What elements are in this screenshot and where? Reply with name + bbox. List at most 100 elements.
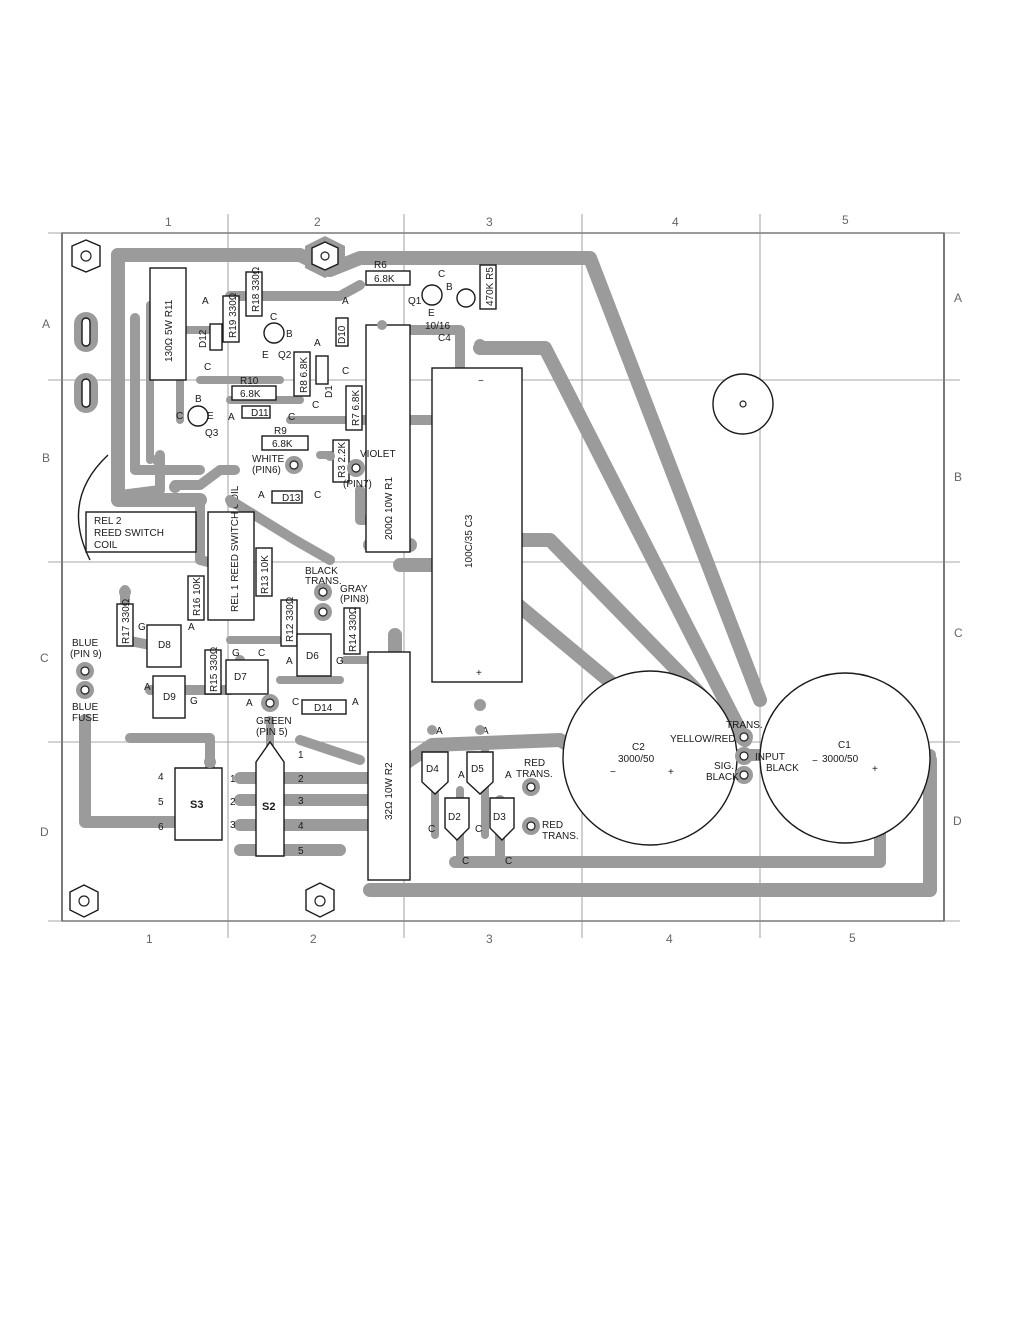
- svg-text:R16 10K: R16 10K: [192, 577, 203, 616]
- resistor-r19: R19 330Ω: [222, 292, 240, 343]
- svg-text:BLACK: BLACK: [706, 772, 739, 783]
- svg-text:Q3: Q3: [205, 428, 219, 439]
- svg-text:3: 3: [486, 932, 493, 946]
- svg-text:D4: D4: [426, 764, 439, 775]
- svg-text:C: C: [258, 648, 265, 659]
- svg-text:FUSE: FUSE: [72, 713, 99, 724]
- svg-text:4: 4: [158, 772, 164, 783]
- svg-text:R7 6.8K: R7 6.8K: [351, 390, 362, 426]
- svg-text:REL 2: REL 2: [94, 516, 122, 527]
- diode-d3: D3 A C C: [475, 770, 515, 867]
- svg-text:10/16: 10/16: [425, 321, 450, 332]
- svg-text:5: 5: [298, 846, 304, 857]
- svg-text:(PIN 5): (PIN 5): [256, 727, 288, 738]
- svg-text:D2: D2: [448, 812, 461, 823]
- switch-s2: S2 1 2 3 4 5: [255, 740, 304, 857]
- svg-text:D11: D11: [251, 408, 269, 419]
- wire-labels: WHITE (PIN6) VIOLET (PIN7) BLACK TRANS. …: [70, 449, 799, 842]
- svg-text:R15 330Ω: R15 330Ω: [209, 646, 220, 692]
- resistor-r16: R16 10K: [187, 575, 205, 621]
- svg-text:A: A: [228, 412, 235, 423]
- svg-text:D3: D3: [493, 812, 506, 823]
- svg-text:R6: R6: [374, 260, 387, 271]
- svg-text:A: A: [482, 726, 489, 737]
- svg-text:REED SWITCH: REED SWITCH: [94, 528, 164, 539]
- svg-text:R13 10K: R13 10K: [260, 555, 271, 594]
- svg-text:D10: D10: [337, 325, 348, 344]
- svg-text:E: E: [207, 411, 214, 422]
- svg-text:R8 6.8K: R8 6.8K: [299, 357, 310, 393]
- svg-text:Q1: Q1: [408, 296, 422, 307]
- svg-text:TRANS.: TRANS.: [305, 576, 342, 587]
- svg-text:−: −: [812, 756, 818, 767]
- svg-text:C: C: [292, 697, 299, 708]
- resistor-r9: R9 6.8K: [261, 426, 309, 451]
- svg-text:GRAY: GRAY: [340, 584, 368, 595]
- svg-text:(PIN6): (PIN6): [252, 465, 281, 476]
- svg-text:D5: D5: [471, 764, 484, 775]
- svg-text:A: A: [436, 726, 443, 737]
- diode-d7: D7 G C A: [225, 648, 269, 709]
- svg-text:COIL: COIL: [94, 540, 118, 551]
- transistor-q3: Q3 C B E: [176, 394, 219, 439]
- svg-text:−: −: [610, 767, 616, 778]
- svg-text:1: 1: [230, 774, 236, 785]
- svg-text:B: B: [954, 470, 962, 484]
- svg-text:BLACK: BLACK: [305, 566, 338, 577]
- svg-text:A: A: [342, 296, 349, 307]
- svg-text:200Ω 10W R1: 200Ω 10W R1: [384, 477, 395, 541]
- svg-text:3000/50: 3000/50: [822, 754, 859, 765]
- svg-text:C: C: [288, 412, 295, 423]
- svg-text:C2: C2: [632, 742, 645, 753]
- diode-d8: D8 G A: [138, 622, 195, 668]
- svg-text:100C/35 C3: 100C/35 C3: [464, 514, 475, 568]
- resistor-r11: 130Ω 5W R11: [149, 267, 187, 381]
- diode-d12: D12 A C: [198, 296, 223, 373]
- grid-column-labels-top: 1 2 3 4 5: [165, 213, 849, 229]
- svg-text:G: G: [190, 696, 198, 707]
- svg-text:A: A: [954, 291, 962, 305]
- switch-s3: S3 4 5 6 1 2 3: [158, 767, 236, 841]
- svg-text:+: +: [668, 767, 674, 778]
- svg-text:6.8K: 6.8K: [240, 389, 261, 400]
- svg-text:BLACK: BLACK: [766, 763, 799, 774]
- svg-text:C: C: [204, 362, 211, 373]
- svg-text:C: C: [314, 490, 321, 501]
- svg-text:VIOLET: VIOLET: [360, 449, 396, 460]
- svg-text:(PIN8): (PIN8): [340, 594, 369, 605]
- svg-text:C: C: [475, 824, 482, 835]
- svg-text:6: 6: [158, 822, 164, 833]
- diode-d5: D5 A: [466, 726, 494, 795]
- svg-text:470K R5: 470K R5: [485, 267, 496, 306]
- svg-text:C: C: [176, 411, 183, 422]
- svg-text:TRANS.: TRANS.: [542, 831, 579, 842]
- svg-text:R9: R9: [274, 426, 287, 437]
- svg-text:2: 2: [230, 797, 236, 808]
- svg-text:3000/50: 3000/50: [618, 754, 655, 765]
- svg-text:RED: RED: [524, 758, 545, 769]
- svg-text:+: +: [476, 668, 482, 679]
- svg-text:(PIN 9): (PIN 9): [70, 649, 102, 660]
- diode-d9: D9 A G: [144, 675, 198, 719]
- svg-text:A: A: [258, 490, 265, 501]
- svg-text:INPUT: INPUT: [755, 752, 785, 763]
- resistor-r17: R17 330Ω: [116, 598, 134, 647]
- capacitor-c4: 10/16 C4: [425, 288, 476, 344]
- svg-text:R3 2.2K: R3 2.2K: [337, 442, 348, 478]
- svg-text:E: E: [428, 308, 435, 319]
- svg-text:TRANS.: TRANS.: [726, 720, 763, 731]
- resistor-r15: R15 330Ω: [204, 646, 222, 695]
- svg-text:D: D: [40, 825, 49, 839]
- diode-d6: D6 A G: [286, 633, 344, 677]
- svg-text:3: 3: [230, 820, 236, 831]
- resistor-r14: R14 330Ω: [343, 606, 361, 655]
- svg-text:A: A: [246, 698, 253, 709]
- svg-text:G: G: [138, 622, 146, 633]
- svg-text:5: 5: [158, 797, 164, 808]
- svg-text:E: E: [262, 350, 269, 361]
- svg-text:D14: D14: [314, 703, 333, 714]
- svg-text:A: A: [188, 622, 195, 633]
- resistor-r2: 32Ω 10W R2: [367, 651, 411, 881]
- svg-text:A: A: [42, 317, 50, 331]
